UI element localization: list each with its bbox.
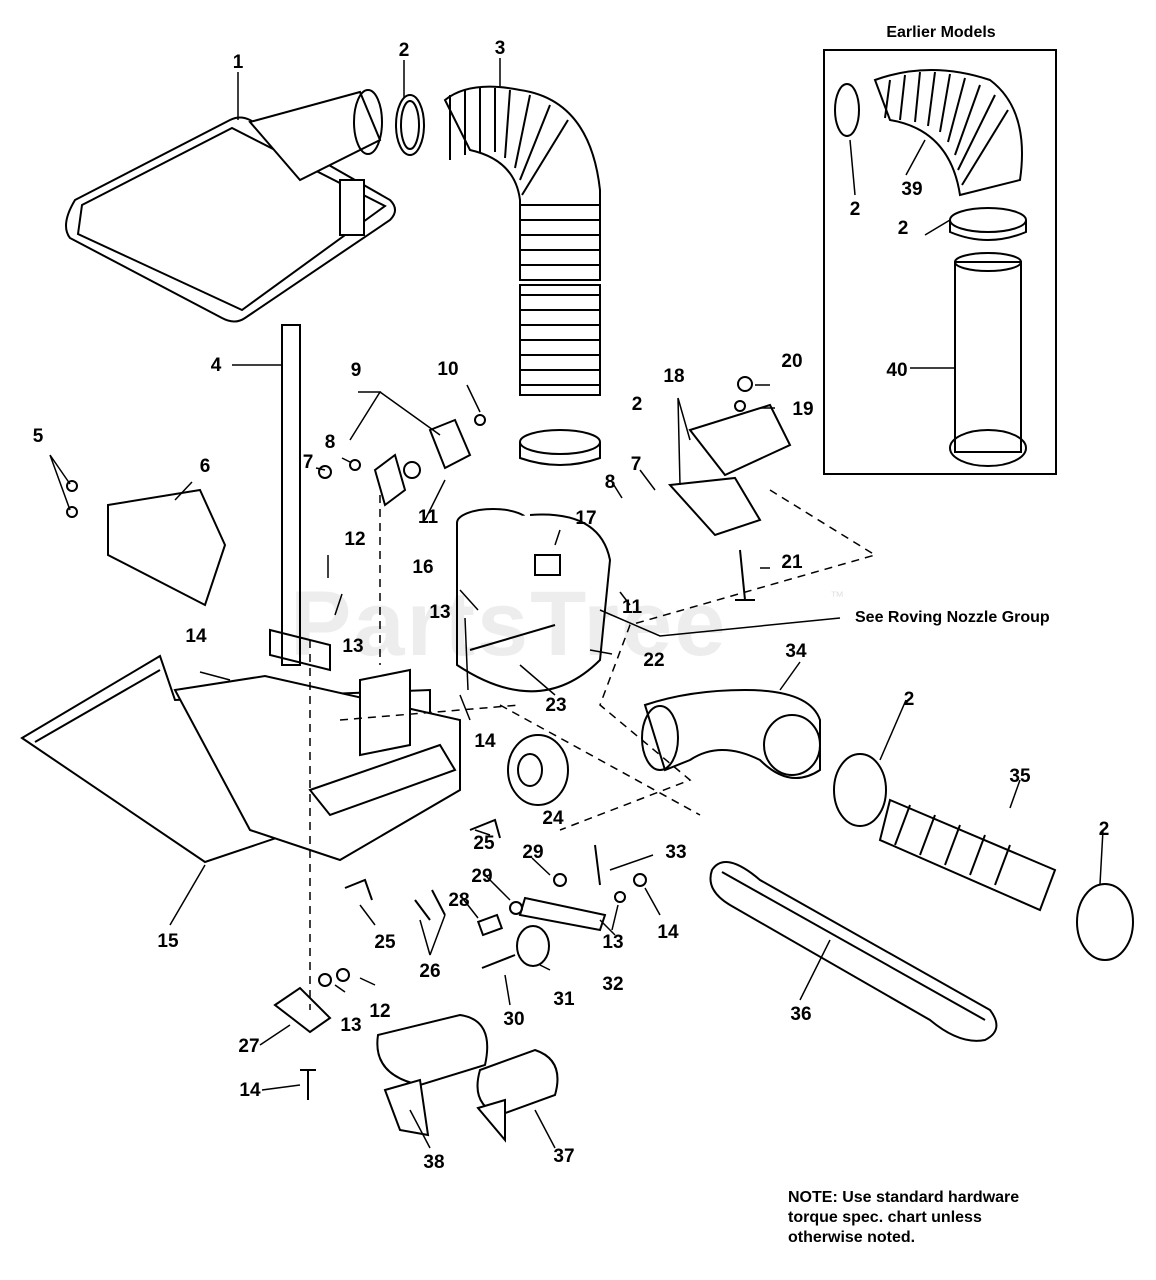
callout-10: 10 <box>437 359 458 380</box>
callout-9: 9 <box>351 360 362 381</box>
callout-12: 12 <box>344 529 365 550</box>
callout-36: 36 <box>790 1004 811 1025</box>
callout-28: 28 <box>448 890 469 911</box>
part-38-deflector <box>376 1013 489 1137</box>
callout-18: 18 <box>663 366 684 387</box>
part-18-brackets <box>667 376 792 601</box>
part-27-bracket <box>273 968 350 1100</box>
callout-2: 2 <box>1099 819 1110 840</box>
callout-25: 25 <box>374 932 396 953</box>
note-line: NOTE: Use standard hardware <box>788 1189 1020 1206</box>
part-24-pulley <box>507 734 569 806</box>
part-2-clamp-mid <box>519 429 601 466</box>
callout-3: 3 <box>495 38 506 59</box>
callout-40: 40 <box>886 360 907 381</box>
callout-14: 14 <box>185 626 207 647</box>
part-35-hose <box>833 753 1134 961</box>
callout-13: 13 <box>340 1015 361 1036</box>
callout-25: 25 <box>473 833 495 854</box>
callout-21: 21 <box>781 552 803 573</box>
callout-30: 30 <box>503 1009 524 1030</box>
part-37-deflector <box>476 1048 559 1143</box>
callout-labels: 1 2 3 4 5 6 7 8 9 10 11 12 13 13 14 14 1… <box>33 38 1110 1173</box>
callout-39: 39 <box>901 179 922 200</box>
inset-earlier-models <box>823 49 1057 475</box>
callout-38: 38 <box>423 1152 444 1173</box>
callout-13: 13 <box>602 932 623 953</box>
callout-31: 31 <box>553 989 575 1010</box>
part-5-screws <box>66 480 78 518</box>
callout-37: 37 <box>553 1146 574 1167</box>
callout-7: 7 <box>303 452 314 473</box>
phantom-lines <box>309 489 877 1010</box>
watermark: PartsTree <box>290 573 728 675</box>
callout-2: 2 <box>898 218 909 239</box>
callout-2: 2 <box>632 394 643 415</box>
part-3-flex-hose <box>443 85 601 396</box>
callout-29: 29 <box>522 842 543 863</box>
inset-title: Earlier Models <box>886 24 996 41</box>
callout-14: 14 <box>239 1080 261 1101</box>
callout-19: 19 <box>792 399 813 420</box>
callout-2: 2 <box>850 199 861 220</box>
callout-4: 4 <box>211 355 222 376</box>
part-1-handle-frame <box>65 89 396 323</box>
callout-14: 14 <box>474 731 496 752</box>
part-34-elbow <box>641 688 821 779</box>
roving-nozzle-reference: See Roving Nozzle Group <box>855 609 1050 626</box>
callout-34: 34 <box>785 641 807 662</box>
callout-27: 27 <box>238 1036 259 1057</box>
callout-6: 6 <box>200 456 211 477</box>
part-6-shield <box>107 488 227 607</box>
callout-35: 35 <box>1009 766 1031 787</box>
callout-23: 23 <box>545 695 566 716</box>
note-line: torque spec. chart unless <box>788 1209 982 1226</box>
callout-8: 8 <box>325 432 336 453</box>
callout-32: 32 <box>602 974 623 995</box>
callout-14: 14 <box>657 922 679 943</box>
callout-8: 8 <box>605 472 616 493</box>
callout-26: 26 <box>419 961 440 982</box>
leader-lines <box>49 58 1104 1149</box>
callout-15: 15 <box>157 931 179 952</box>
callout-24: 24 <box>542 808 564 829</box>
torque-note: NOTE: Use standard hardware torque spec.… <box>788 1188 1118 1248</box>
part-36-belt <box>709 861 998 1042</box>
part-2-clamp-top <box>395 94 425 156</box>
part-22-blower-housing <box>456 508 612 693</box>
callout-16: 16 <box>412 557 433 578</box>
callout-13: 13 <box>429 602 450 623</box>
callout-2: 2 <box>399 40 410 61</box>
note-line: otherwise noted. <box>788 1229 916 1246</box>
callout-22: 22 <box>643 650 664 671</box>
part-4-post <box>269 324 331 672</box>
callout-2: 2 <box>904 689 915 710</box>
callout-11: 11 <box>622 597 643 618</box>
callout-20: 20 <box>781 351 802 372</box>
callout-33: 33 <box>665 842 686 863</box>
watermark-trademark: ™ <box>830 588 844 604</box>
callout-13: 13 <box>342 636 363 657</box>
part-9-bracket <box>318 414 486 507</box>
callout-17: 17 <box>575 508 596 529</box>
callout-11: 11 <box>418 507 439 528</box>
part-15-tray-frame <box>20 654 461 864</box>
callout-1: 1 <box>233 52 244 73</box>
lower-hardware <box>344 818 647 969</box>
callout-12: 12 <box>369 1001 390 1022</box>
callout-7: 7 <box>631 454 642 475</box>
callout-29: 29 <box>471 866 492 887</box>
callout-5: 5 <box>33 426 44 447</box>
